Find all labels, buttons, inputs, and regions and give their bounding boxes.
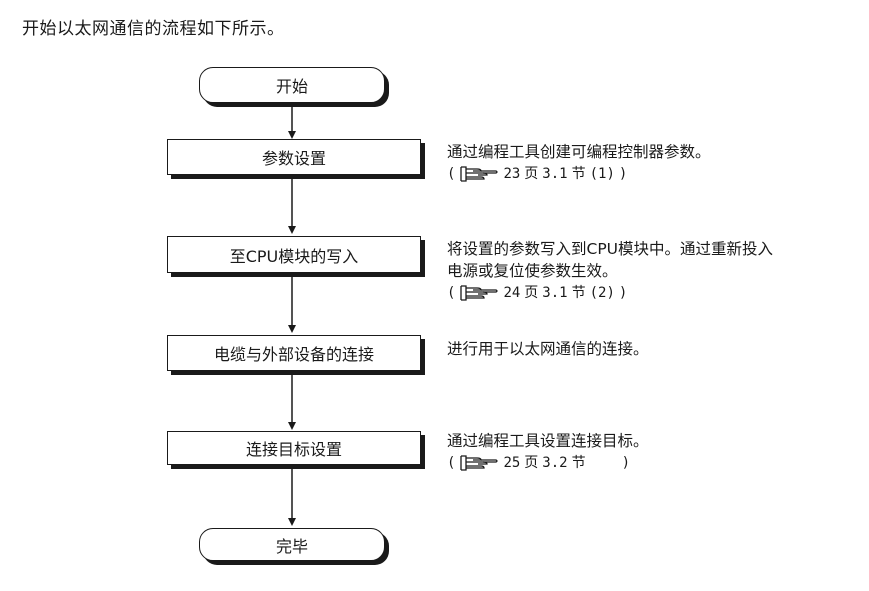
pointing-hand-icon bbox=[460, 285, 499, 301]
intro-text: 开始以太网通信的流程如下所示。 bbox=[22, 19, 285, 39]
description-line: 通过编程工具创建可编程控制器参数。 bbox=[447, 143, 711, 161]
end-terminal: 完毕 bbox=[199, 528, 385, 561]
step-label: 至CPU模块的写入 bbox=[229, 246, 359, 266]
step-cable-connection: 电缆与外部设备的连接 bbox=[167, 335, 421, 371]
step-connection-target-setting: 连接目标设置 bbox=[167, 431, 421, 465]
description-line: 将设置的参数写入到CPU模块中。通过重新投入 bbox=[447, 240, 774, 258]
start-label: 开始 bbox=[275, 77, 308, 96]
step-description: 进行用于以太网通信的连接。 bbox=[447, 338, 649, 360]
page-reference: ( 25 页 3.2 节 ) bbox=[447, 455, 631, 471]
pointing-hand-icon bbox=[460, 455, 499, 471]
step-label: 参数设置 bbox=[261, 149, 326, 168]
step-description: 通过编程工具设置连接目标。 ( 25 页 3.2 节 ) bbox=[447, 430, 649, 474]
step-description: 将设置的参数写入到CPU模块中。通过重新投入 电源或复位使参数生效。 ( 24 … bbox=[447, 238, 773, 304]
description-line: 电源或复位使参数生效。 bbox=[447, 262, 618, 280]
step-parameter-setting: 参数设置 bbox=[167, 139, 421, 175]
description-line: 进行用于以太网通信的连接。 bbox=[447, 340, 649, 358]
end-label: 完毕 bbox=[275, 536, 308, 556]
step-label: 电缆与外部设备的连接 bbox=[213, 345, 374, 364]
step-label: 连接目标设置 bbox=[245, 440, 342, 459]
page-reference: ( 24 页 3.1 节 (2) ) bbox=[447, 285, 628, 301]
description-line: 通过编程工具设置连接目标。 bbox=[447, 432, 649, 450]
page-reference: ( 23 页 3.1 节 (1) ) bbox=[447, 166, 628, 182]
start-terminal: 开始 bbox=[199, 67, 385, 103]
step-write-to-cpu: 至CPU模块的写入 bbox=[167, 236, 421, 273]
step-description: 通过编程工具创建可编程控制器参数。 ( 23 页 3.1 节 (1) ) bbox=[447, 141, 711, 185]
pointing-hand-icon bbox=[460, 166, 499, 182]
